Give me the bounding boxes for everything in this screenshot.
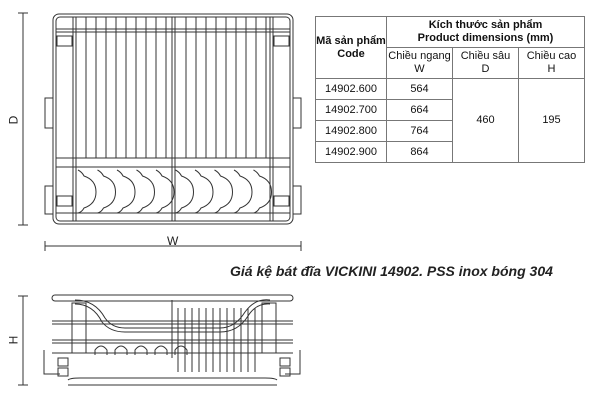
- dimensions-header-en: Product dimensions (mm): [417, 32, 554, 44]
- table-row: 14902.900 864: [315, 141, 585, 163]
- code-header-en: Code: [337, 47, 365, 60]
- width-cell: 564: [386, 78, 453, 100]
- depth-label: D: [6, 115, 21, 125]
- plate-divider: [77, 169, 97, 214]
- plate-divider: [175, 169, 195, 214]
- code-cell: 14902.800: [315, 120, 387, 142]
- depth-col-symbol: D: [481, 63, 490, 75]
- height-col-label: Chiều cao: [526, 50, 577, 62]
- width-label: W: [167, 234, 179, 248]
- dimension-lines: [18, 12, 302, 386]
- code-cell: 14902.900: [315, 141, 387, 163]
- cup-holder: [94, 345, 108, 355]
- plate-divider: [214, 169, 234, 214]
- dimensions-header-vi: Kích thước sản phẩm: [428, 19, 543, 31]
- product-caption: Giá kệ bát đĩa VICKINI 14902. PSS inox b…: [230, 263, 553, 279]
- plate-divider: [155, 169, 175, 214]
- plate-divider: [97, 169, 117, 214]
- plate-divider: [194, 169, 214, 214]
- cup-holder: [114, 345, 128, 355]
- table-row: 14902.700 664: [315, 99, 585, 121]
- width-cell: 764: [386, 120, 453, 142]
- cup-holder: [174, 345, 188, 355]
- width-cell: 664: [386, 99, 453, 121]
- cup-holder: [134, 345, 148, 355]
- top-view: [44, 13, 302, 225]
- height-label: H: [6, 335, 21, 345]
- code-cell: 14902.700: [315, 99, 387, 121]
- side-view: [43, 294, 301, 386]
- width-col-label: Chiều ngang: [388, 50, 451, 62]
- width-cell: 864: [386, 141, 453, 163]
- depth-col-label: Chiều sâu: [460, 50, 511, 62]
- plate-divider: [233, 169, 253, 214]
- cup-holder: [154, 345, 168, 355]
- basket-technical-drawing: [18, 12, 302, 386]
- width-col-symbol: W: [414, 63, 425, 75]
- table-row: 14902.600 564 460 195: [315, 78, 585, 163]
- code-header-vi: Mã sản phẩm: [316, 34, 386, 47]
- plate-divider: [116, 169, 136, 214]
- plate-divider: [136, 169, 156, 214]
- height-col-symbol: H: [547, 63, 556, 75]
- height-cell: 195: [518, 78, 585, 163]
- plate-divider: [253, 169, 273, 214]
- table-row: 14902.800 764: [315, 120, 585, 142]
- depth-cell: 460: [452, 78, 519, 163]
- code-cell: 14902.600: [315, 78, 387, 100]
